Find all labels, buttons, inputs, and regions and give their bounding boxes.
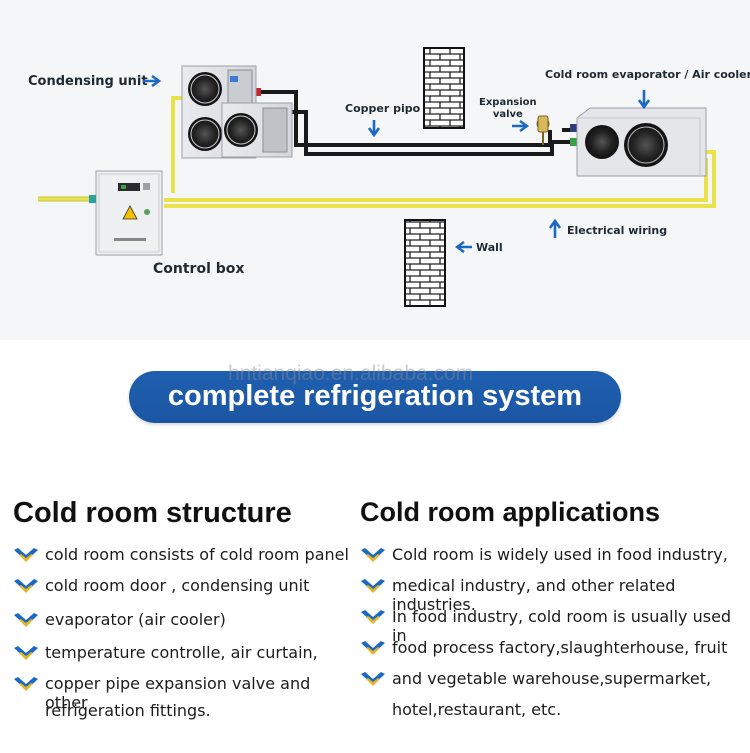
- arrow-down-icon: [638, 90, 650, 109]
- diagram-drawing: [38, 47, 716, 307]
- arrow-right-icon: [512, 120, 530, 132]
- expansion-valve-label-line2: valve: [492, 109, 523, 120]
- electrical-wiring-label: Electrical wiring: [567, 224, 668, 237]
- list-item-text: copper pipe expansion valve and other: [45, 674, 311, 712]
- list-item-text: medical industry, and other related indu…: [392, 576, 676, 614]
- list-item: and vegetable warehouse,supermarket,: [360, 669, 750, 700]
- blue-gold-chevron-icon: [14, 646, 38, 660]
- list-item: copper pipe expansion valve and other: [13, 674, 353, 712]
- evaporator-label: Cold room evaporator / Air cooler: [545, 68, 750, 81]
- arrow-up-icon: [549, 219, 561, 238]
- list-item: refrigeration fittings.: [13, 701, 353, 727]
- list-item-text: evaporator (air cooler): [45, 610, 226, 629]
- structure-list: cold room consists of cold room panel col…: [13, 545, 353, 727]
- list-item: temperature controlle, air curtain,: [13, 643, 353, 674]
- control-box-label: Control box: [153, 261, 245, 277]
- blue-gold-chevron-icon: [361, 672, 385, 686]
- system-banner: complete refrigeration system: [129, 371, 621, 423]
- wall-label: Wall: [476, 241, 503, 254]
- list-item: hotel,restaurant, etc.: [360, 700, 750, 731]
- applications-list: Cold room is widely used in food industr…: [360, 545, 750, 731]
- list-item-text: cold room consists of cold room panel: [45, 545, 349, 564]
- control-box: [89, 170, 163, 256]
- list-item-text: In food industry, cold room is usually u…: [392, 607, 732, 645]
- blue-gold-chevron-icon: [361, 548, 385, 562]
- arrow-right-icon: [143, 74, 162, 88]
- list-item-text: Cold room is widely used in food industr…: [392, 545, 728, 564]
- list-item-text: refrigeration fittings.: [45, 701, 211, 720]
- expansion-valve-label: Expansion valve: [479, 97, 537, 121]
- blue-gold-chevron-icon: [14, 613, 38, 627]
- copper-pipe-label: Copper pipo: [345, 102, 421, 115]
- blue-gold-chevron-icon: [14, 579, 38, 593]
- list-item-text: cold room door , condensing unit: [45, 576, 310, 595]
- list-item-text: food process factory,slaughterhouse, fru…: [392, 638, 728, 657]
- structure-title: Cold room structure: [13, 497, 292, 529]
- banner-title: complete refrigeration system: [167, 380, 583, 412]
- blue-gold-chevron-icon: [14, 677, 38, 691]
- pipe-joint-green: [570, 138, 578, 146]
- arrow-left-icon: [455, 241, 472, 253]
- applications-title: Cold room applications: [360, 497, 661, 527]
- expansion-valve: [536, 115, 550, 145]
- watermark: hntianqiao.en.alibaba.com: [228, 362, 474, 385]
- refrigeration-diagram: Condensing unit Copper pipo Expansion va…: [0, 0, 750, 340]
- list-item: food process factory,slaughterhouse, fru…: [360, 638, 750, 669]
- list-item: In food industry, cold room is usually u…: [360, 607, 750, 645]
- blue-gold-chevron-icon: [361, 641, 385, 655]
- list-item: evaporator (air cooler): [13, 610, 353, 643]
- pipe-joint-blue: [570, 124, 578, 132]
- expansion-valve-label-line1: Expansion: [479, 97, 537, 108]
- list-item: cold room door , condensing unit: [13, 576, 353, 610]
- list-item: cold room consists of cold room panel: [13, 545, 353, 576]
- condensing-unit: [181, 65, 293, 159]
- list-item-text: hotel,restaurant, etc.: [392, 700, 562, 719]
- list-item: Cold room is widely used in food industr…: [360, 545, 750, 576]
- arrow-down-icon: [368, 120, 380, 137]
- wall-upper: [423, 47, 465, 129]
- blue-gold-chevron-icon: [361, 610, 385, 624]
- air-cooler: [576, 107, 707, 177]
- list-item-text: temperature controlle, air curtain,: [45, 643, 318, 662]
- blue-gold-chevron-icon: [361, 579, 385, 593]
- wall-lower: [404, 219, 446, 307]
- blue-gold-chevron-icon: [14, 548, 38, 562]
- condensing-unit-label: Condensing unit: [28, 74, 148, 89]
- list-item: medical industry, and other related indu…: [360, 576, 750, 614]
- list-item-text: and vegetable warehouse,supermarket,: [392, 669, 712, 688]
